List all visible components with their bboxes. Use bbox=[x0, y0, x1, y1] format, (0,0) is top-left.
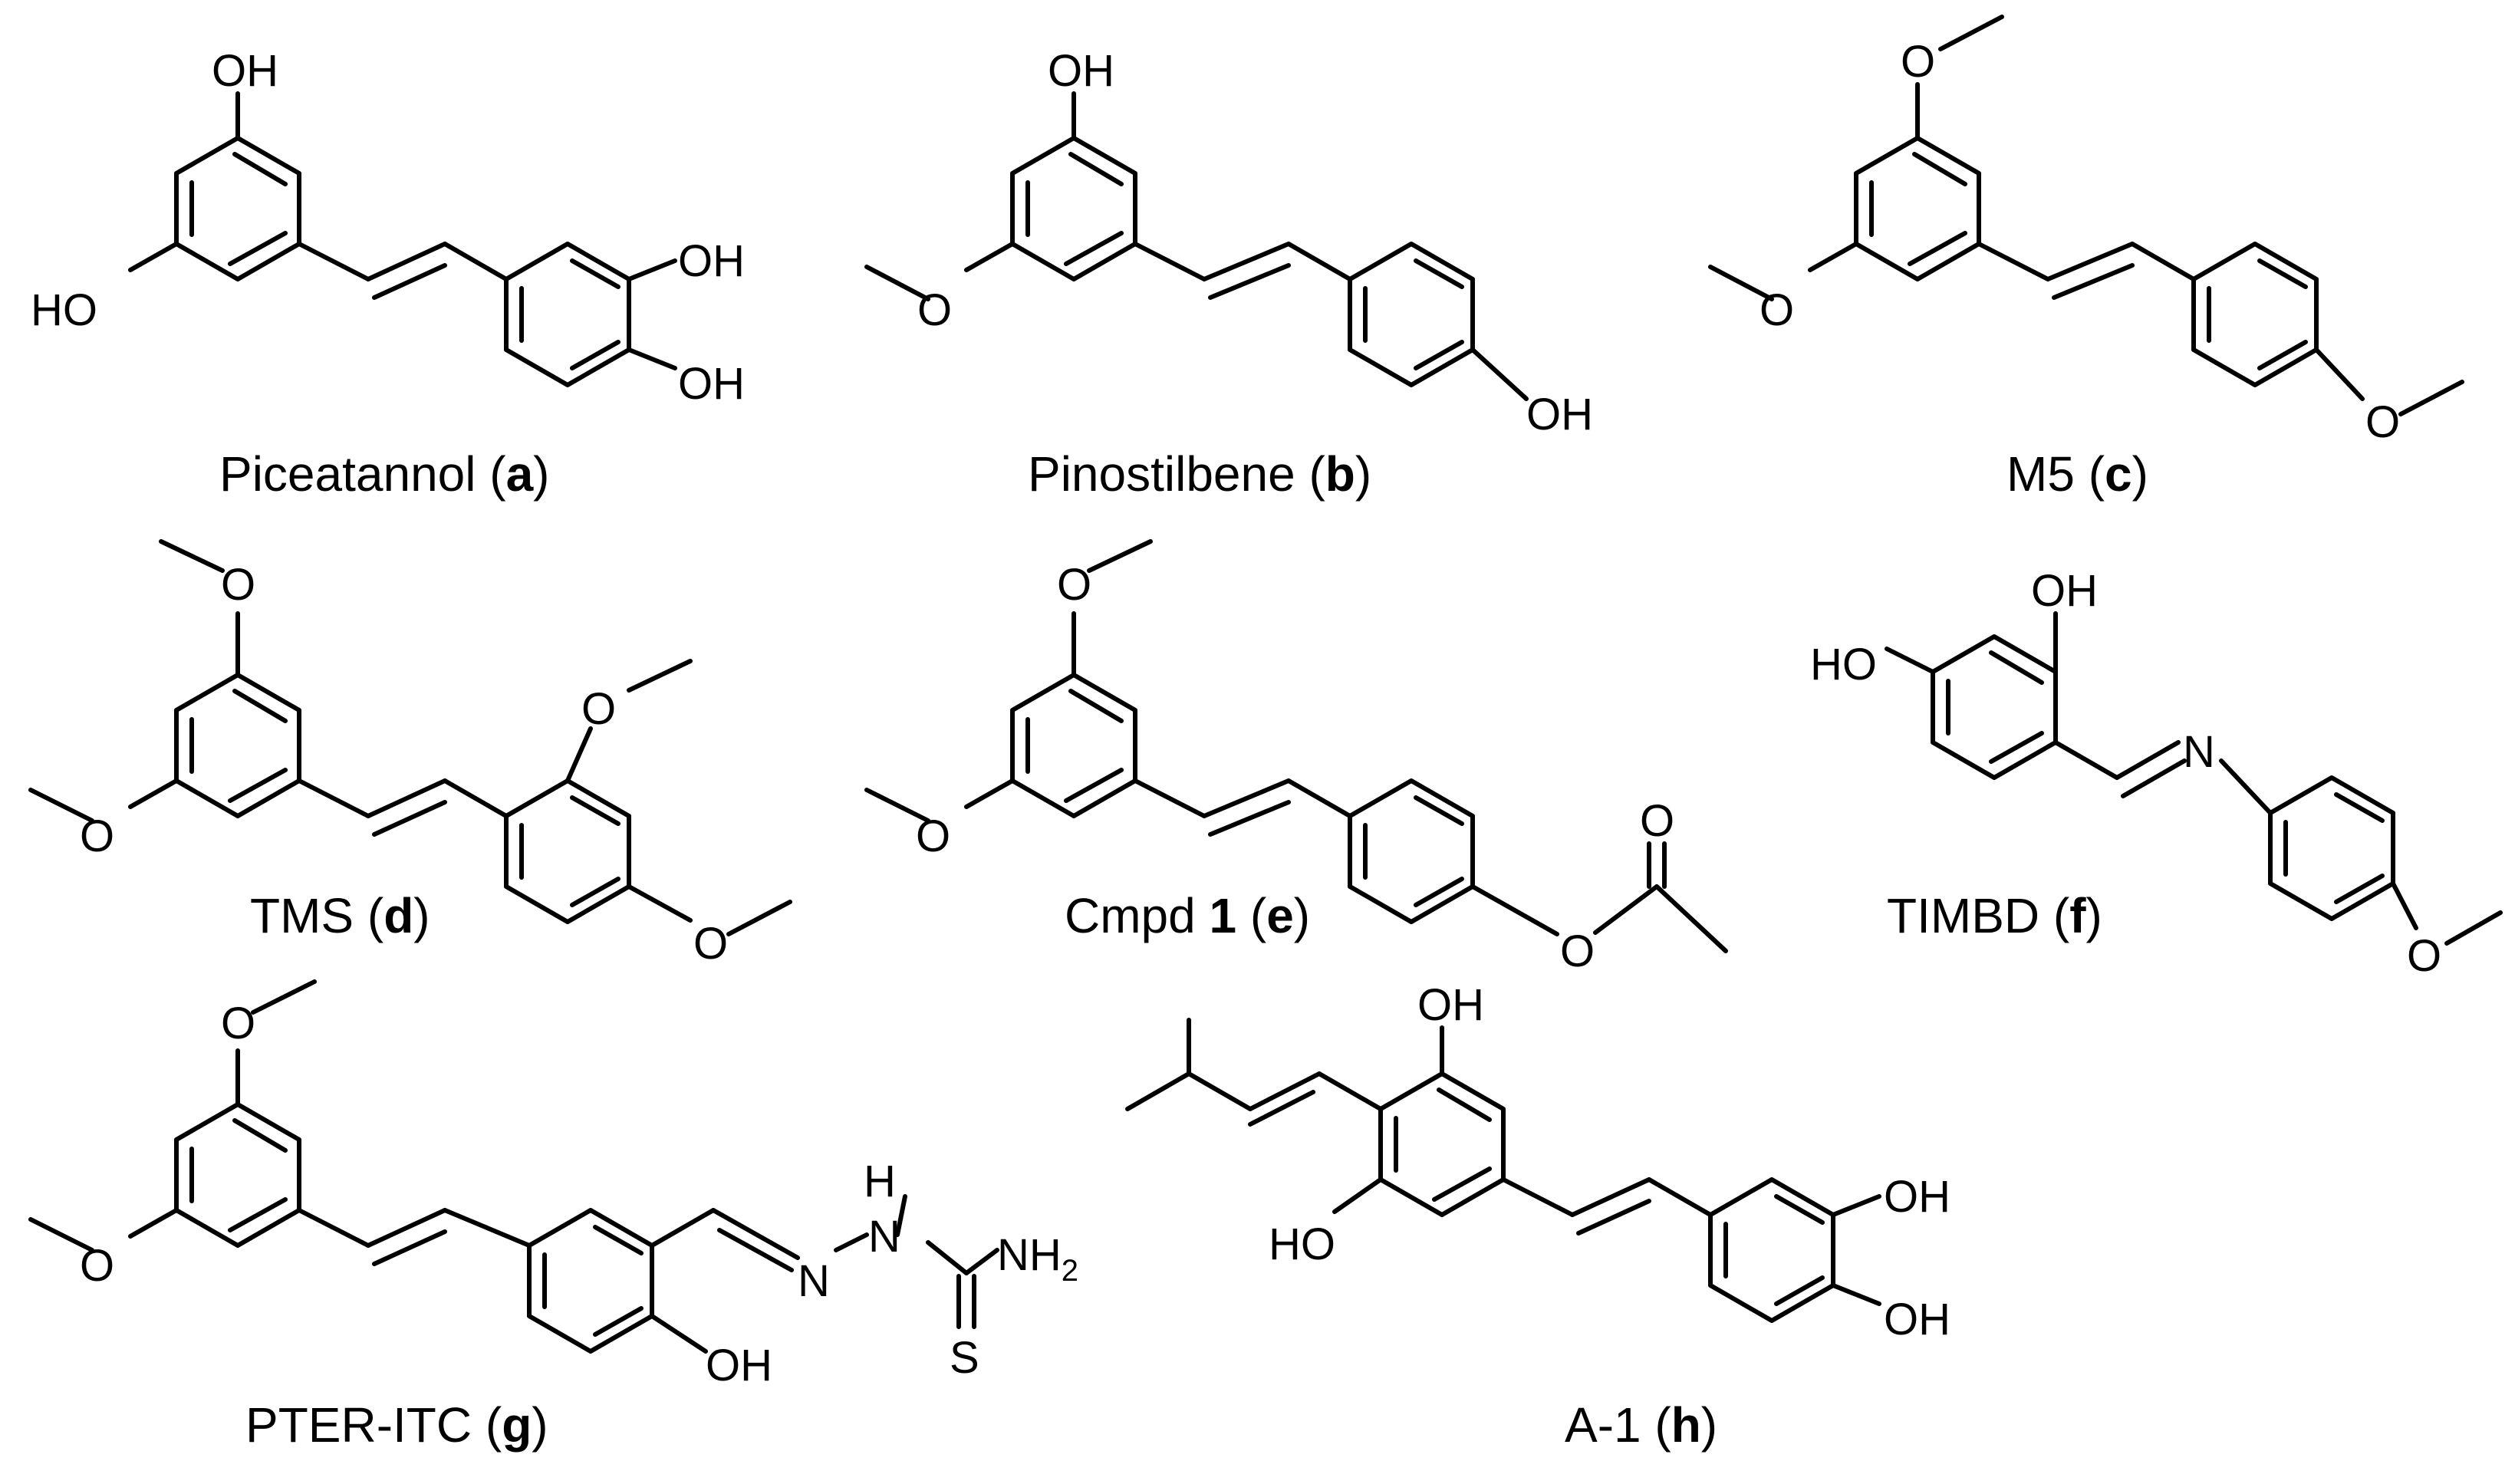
structure-pter-itc bbox=[28, 979, 999, 1354]
timbd-o-para: O bbox=[2407, 931, 2441, 981]
structure-a-1 bbox=[1125, 1018, 1881, 1323]
pter-itc-o-left: O bbox=[80, 1241, 114, 1291]
structure-tms bbox=[28, 539, 792, 936]
a1-oh-meta: OH bbox=[1884, 1172, 1950, 1222]
structure-m5 bbox=[1708, 15, 2464, 416]
piceatannol-oh-meta: OH bbox=[678, 236, 745, 286]
caption-piceatannol: Piceatannol (a) bbox=[219, 446, 549, 502]
a1-oh-top: OH bbox=[1417, 980, 1484, 1030]
tms-o-ortho: O bbox=[581, 684, 616, 734]
timbd-n-imine: N bbox=[2183, 727, 2215, 777]
timbd-oh-top: OH bbox=[2031, 566, 2098, 616]
pter-itc-o-top: O bbox=[221, 999, 255, 1048]
caption-m5: M5 (c) bbox=[2006, 446, 2148, 502]
caption-tms: TMS (d) bbox=[250, 888, 430, 943]
piceatannol-oh-top: OH bbox=[212, 46, 278, 96]
pinostilbene-o-left: O bbox=[917, 285, 952, 335]
timbd-ho-left: HO bbox=[1810, 640, 1877, 689]
structure-cmpd-1 bbox=[864, 539, 1728, 953]
a1-oh-para: OH bbox=[1884, 1295, 1950, 1344]
pinostilbene-oh-top: OH bbox=[1048, 46, 1114, 96]
caption-pter-itc: PTER-ITC (g) bbox=[245, 1397, 548, 1453]
a1-ho-left: HO bbox=[1269, 1219, 1335, 1269]
caption-cmpd-1: Cmpd 1 (e) bbox=[1065, 888, 1310, 943]
pter-itc-nh2: NH2 bbox=[997, 1230, 1078, 1288]
m5-o-left: O bbox=[1760, 285, 1794, 335]
caption-timbd: TIMBD (f) bbox=[1887, 888, 2102, 943]
cmpd1-o-top: O bbox=[1057, 560, 1091, 610]
pter-itc-oh: OH bbox=[706, 1341, 772, 1390]
caption-pinostilbene: Pinostilbene (b) bbox=[1028, 446, 1371, 502]
tms-o-left: O bbox=[80, 811, 114, 861]
structure-timbd bbox=[1885, 611, 2503, 946]
pter-itc-s: S bbox=[950, 1333, 979, 1383]
m5-o-para: O bbox=[2365, 397, 2400, 447]
cmpd1-o-left: O bbox=[916, 811, 950, 861]
m5-o-top: O bbox=[1901, 37, 1935, 87]
caption-a-1: A-1 (h) bbox=[1565, 1397, 1717, 1453]
pter-itc-n1: N bbox=[798, 1256, 830, 1306]
cmpd1-o-carbonyl: O bbox=[1640, 796, 1674, 846]
structure-pinostilbene bbox=[864, 91, 1529, 401]
piceatannol-oh-para: OH bbox=[678, 359, 745, 409]
tms-o-top: O bbox=[221, 560, 255, 610]
structure-piceatannol bbox=[128, 91, 677, 387]
piceatannol-ho-left: HO bbox=[31, 285, 97, 335]
cmpd1-o-ester: O bbox=[1560, 926, 1595, 976]
pter-itc-nh-h: H bbox=[864, 1157, 896, 1206]
pinostilbene-oh-para: OH bbox=[1526, 390, 1593, 439]
tms-o-para: O bbox=[693, 919, 728, 969]
pter-itc-n2: N bbox=[868, 1212, 900, 1262]
